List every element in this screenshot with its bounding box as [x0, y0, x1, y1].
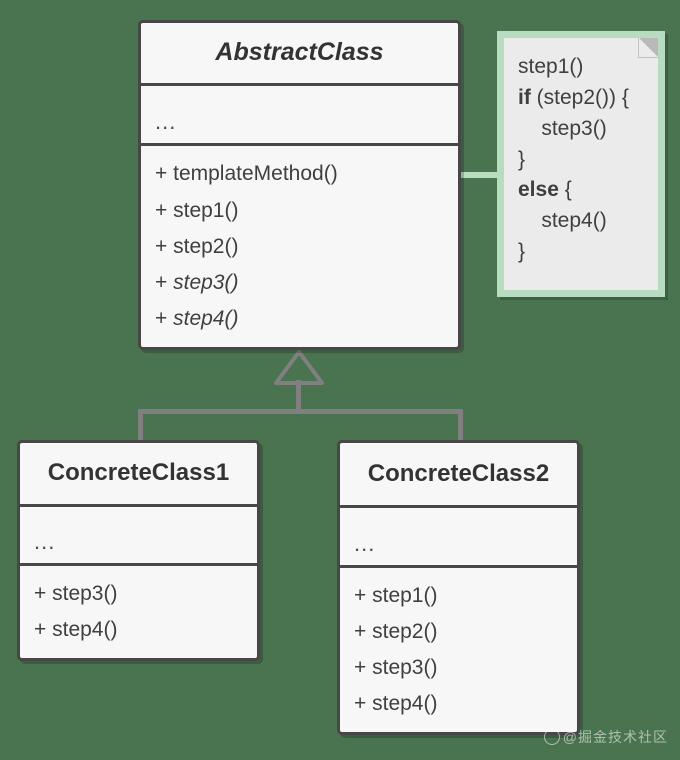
operation-visibility: + [155, 306, 174, 330]
code-keyword: if [518, 85, 531, 109]
class-name-concreteclass2: ConcreteClass2 [367, 459, 550, 487]
operation-visibility: + [354, 691, 373, 715]
operation-row: + step4() [155, 301, 458, 337]
operation-name: step3() [52, 581, 118, 605]
page-fold-icon [638, 38, 658, 58]
operation-visibility: + [354, 655, 373, 679]
generalization-trunk-vertical [296, 380, 301, 412]
code-note-body: step1() if (step2()) { step3() } else { … [504, 38, 658, 290]
operation-name: step2() [173, 234, 239, 258]
operation-row: + step2() [155, 229, 458, 265]
operation-name: step2() [372, 619, 438, 643]
operation-name: step4() [372, 691, 438, 715]
attributes-compartment-concreteclass1: ... [20, 503, 257, 563]
operation-visibility: + [155, 270, 174, 294]
code-text: step3() [518, 116, 607, 140]
operations-compartment-concreteclass1: + step3() + step4() [20, 562, 257, 658]
operation-name: step1() [173, 198, 239, 222]
code-text: step4() [518, 209, 607, 233]
code-keyword: else [518, 178, 559, 202]
operation-visibility: + [155, 162, 174, 186]
class-box-abstractclass[interactable]: AbstractClass ... + templateMethod() + s… [138, 20, 461, 350]
attributes-compartment-concreteclass2: ... [340, 504, 577, 565]
code-note[interactable]: step1() if (step2()) { step3() } else { … [497, 31, 665, 297]
operation-name: templateMethod() [173, 162, 338, 186]
code-line: step3() [518, 114, 658, 145]
operations-compartment-concreteclass2: + step1() + step2() + step3() + step4() [340, 564, 577, 732]
operation-name: step4() [173, 306, 239, 330]
code-line: else { [518, 175, 658, 206]
operation-visibility: + [34, 617, 53, 641]
generalization-drop-to-concrete-2 [458, 409, 463, 443]
generalization-arrow-icon [274, 350, 324, 385]
operation-row: + step3() [354, 650, 577, 686]
code-text: step1() [518, 55, 584, 78]
operation-name: step1() [372, 583, 438, 607]
attributes-compartment-abstractclass: ... [141, 82, 458, 144]
class-box-concreteclass2[interactable]: ConcreteClass2 ... + step1() + step2() +… [337, 440, 580, 735]
operation-visibility: + [155, 198, 174, 222]
class-name-concreteclass1: ConcreteClass1 [47, 459, 230, 487]
operation-row: + step2() [354, 614, 577, 650]
operation-row: + templateMethod() [155, 156, 458, 192]
code-text: } [518, 147, 526, 171]
class-box-concreteclass1[interactable]: ConcreteClass1 ... + step3() + step4() [17, 440, 260, 661]
operation-row: + step3() [34, 576, 257, 612]
code-text: (step2()) { [530, 85, 629, 109]
code-line: } [518, 145, 658, 176]
operations-compartment-abstractclass: + templateMethod() + step1() + step2() +… [141, 143, 458, 347]
operation-name: step3() [372, 655, 438, 679]
code-text: { [558, 178, 572, 202]
code-line: } [518, 237, 658, 268]
note-anchor-line [461, 172, 500, 178]
code-text: } [518, 240, 526, 264]
operation-row: + step3() [155, 265, 458, 301]
code-line: if (step2()) { [518, 83, 658, 114]
class-name-abstractclass: AbstractClass [215, 38, 384, 67]
code-line: step4() [518, 206, 658, 237]
operation-visibility: + [155, 234, 174, 258]
operation-name: step4() [52, 617, 118, 641]
operation-row: + step1() [155, 193, 458, 229]
generalization-drop-to-concrete-1 [138, 409, 143, 443]
operation-visibility: + [34, 581, 53, 605]
operation-visibility: + [354, 619, 373, 643]
operation-row: + step4() [34, 612, 257, 648]
generalization-horizontal-bar [138, 409, 463, 414]
operation-visibility: + [354, 583, 373, 607]
operation-name: step3() [173, 270, 239, 294]
code-line: step1() [518, 52, 658, 83]
operation-row: + step4() [354, 686, 577, 722]
operation-row: + step1() [354, 578, 577, 614]
